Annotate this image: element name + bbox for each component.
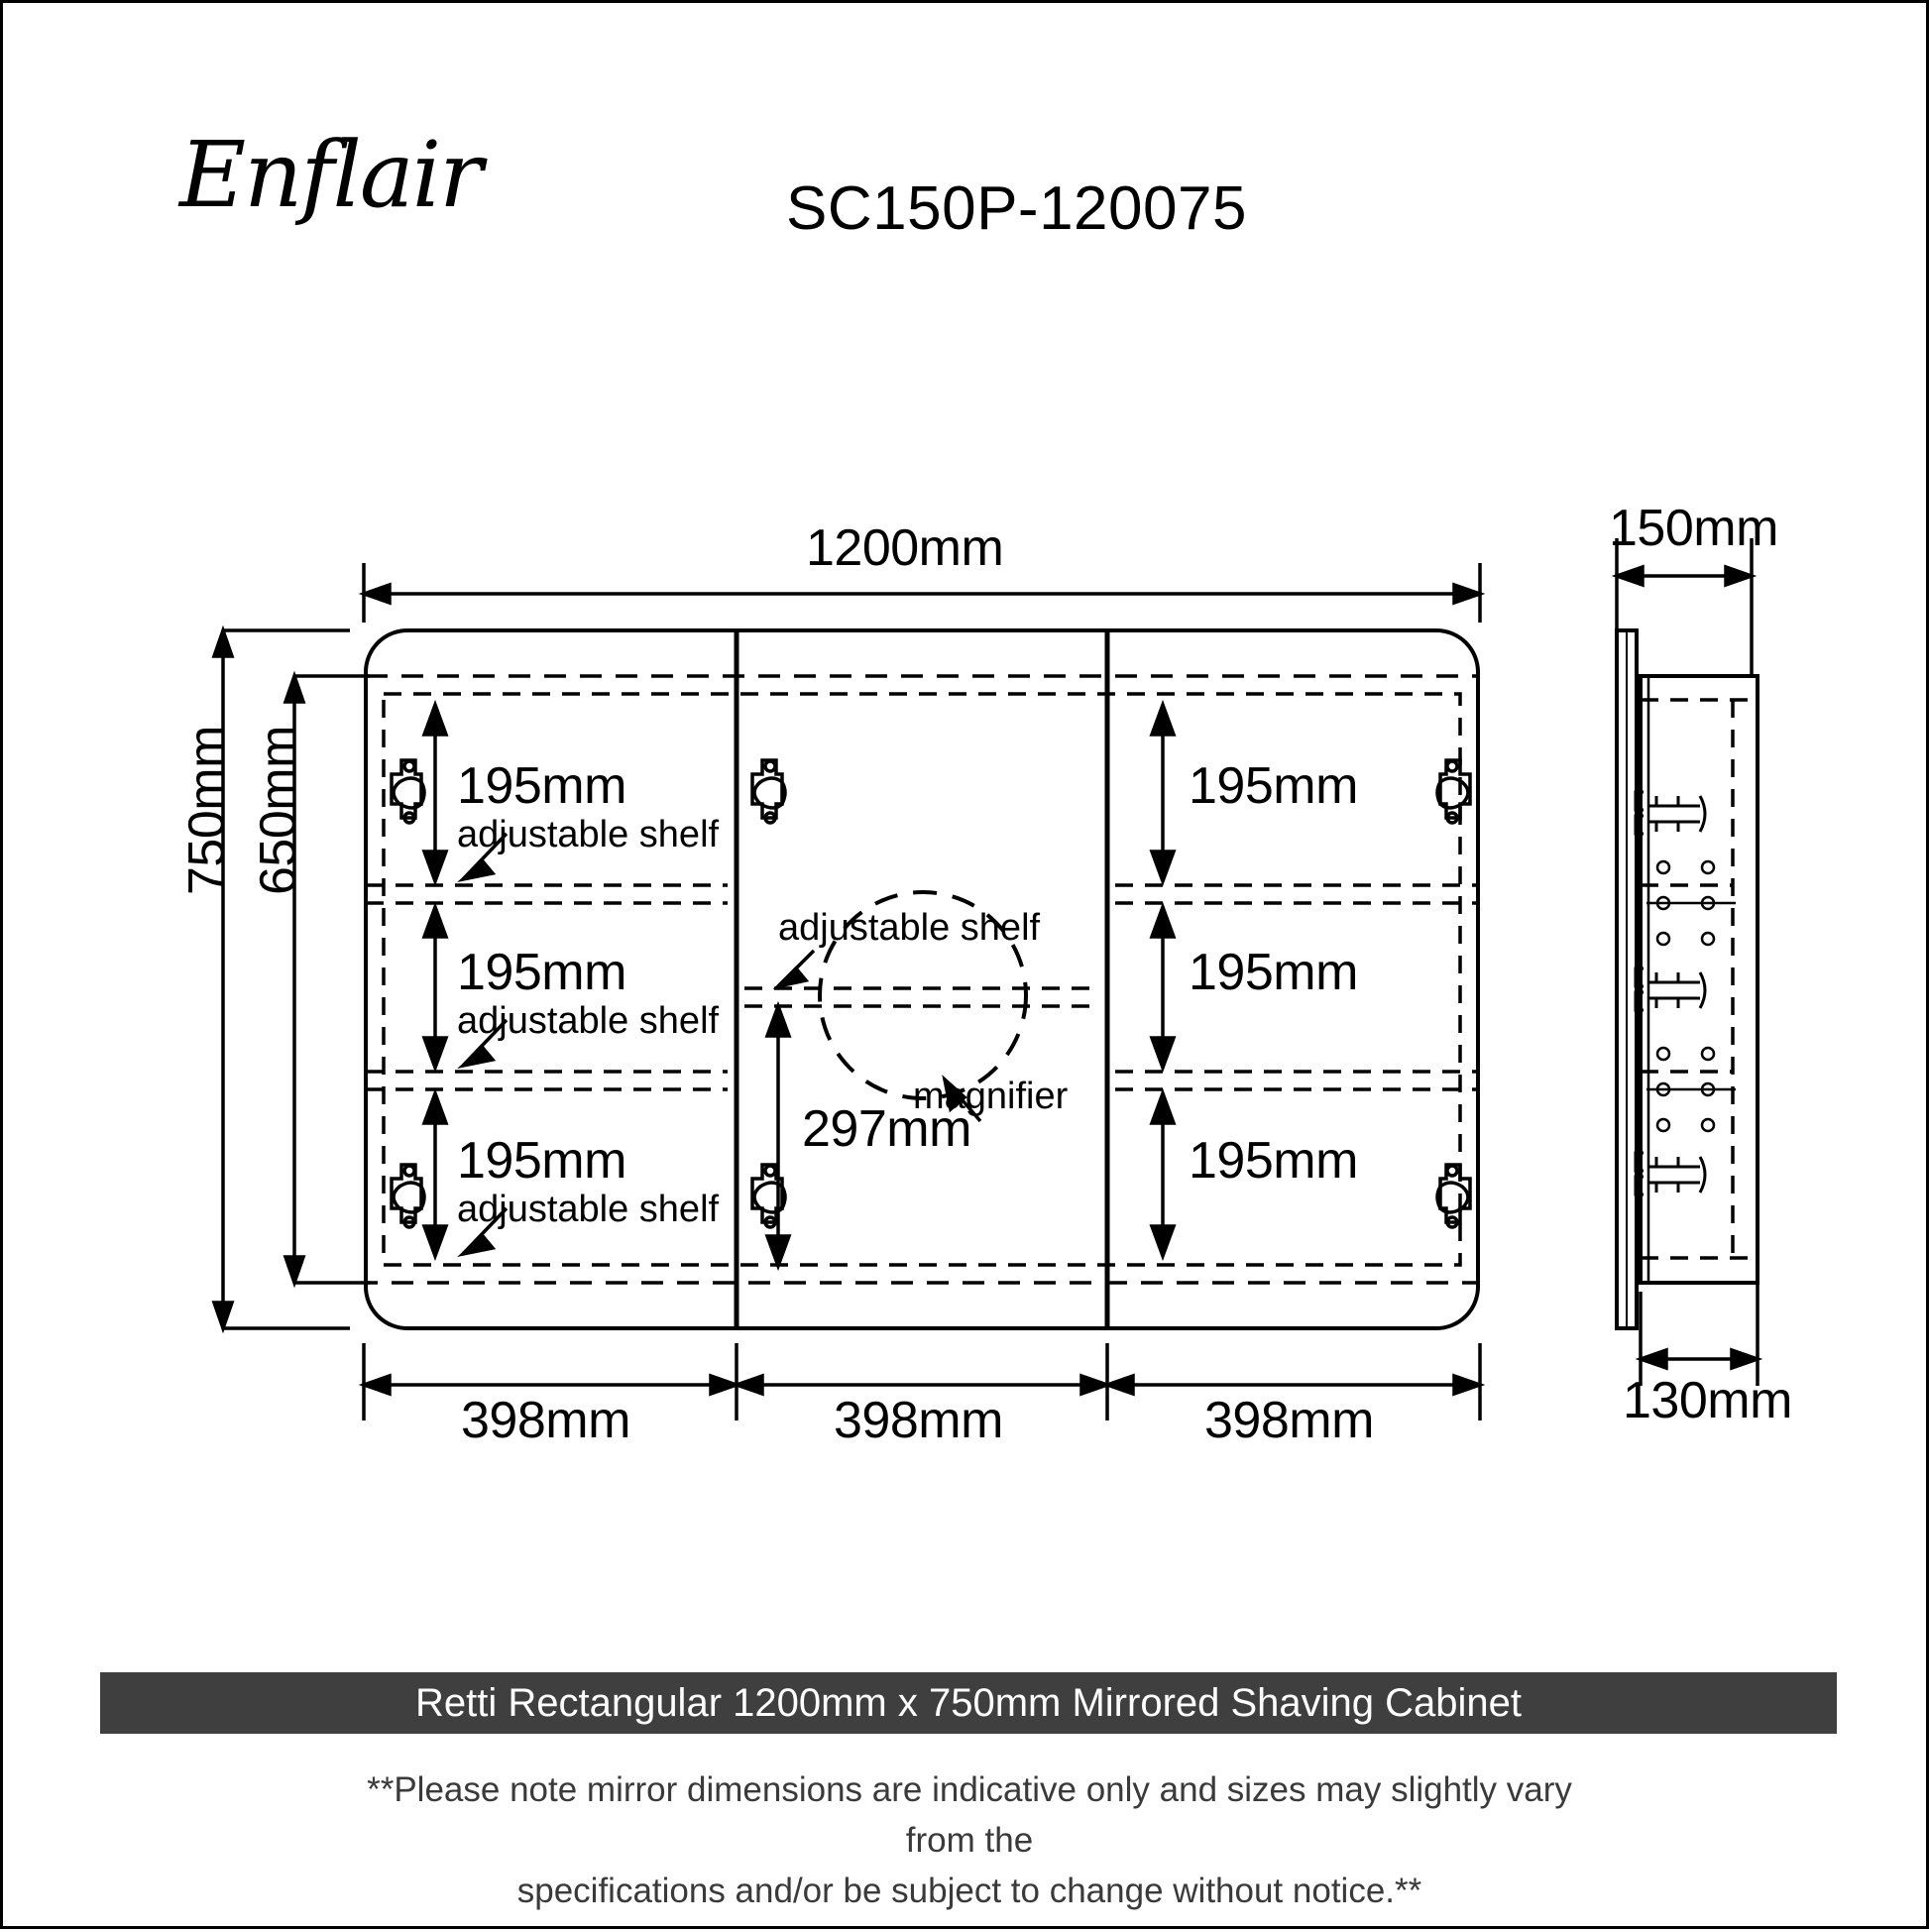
- dim-label-right-compartment-1: 195mm: [1189, 757, 1358, 815]
- side-hinge-icon-bottom: [1634, 1151, 1707, 1196]
- dim-right-195-c: [1149, 1087, 1177, 1262]
- note-middle-adjustable-shelf: adjustable shelf: [778, 907, 1041, 949]
- technical-drawing: [211, 538, 1763, 1421]
- dim-left-195-b: [421, 901, 449, 1074]
- note-left-shelf-2: adjustable shelf: [457, 1000, 720, 1042]
- dim-label-right-compartment-2: 195mm: [1189, 944, 1358, 1001]
- dim-middle-297: [764, 1000, 792, 1272]
- dim-label-section-width-1: 398mm: [461, 1392, 630, 1449]
- dim-label-overall-height: 750mm: [178, 726, 236, 895]
- dim-label-cabinet-height: 650mm: [250, 726, 307, 895]
- note-left-shelf-3: adjustable shelf: [457, 1189, 720, 1230]
- side-shelf-solid: [1646, 901, 1736, 1091]
- dim-side-depth: [1611, 538, 1758, 677]
- door-divider-lines: [734, 630, 1110, 1328]
- dim-right-195-b: [1149, 901, 1177, 1074]
- side-hinge-icon-middle: [1634, 966, 1707, 1012]
- side-mirror-panel: [1615, 628, 1639, 1330]
- disclaimer-line-1: **Please note mirror dimensions are indi…: [367, 1770, 1572, 1860]
- dim-label-right-compartment-3: 195mm: [1189, 1132, 1358, 1190]
- hinge-icon-left-bottom: [390, 1163, 426, 1229]
- dim-label-side-carcass-depth: 130mm: [1623, 1372, 1792, 1429]
- hinge-icon-right-top: [1435, 758, 1472, 825]
- product-title: Retti Rectangular 1200mm x 750mm Mirrore…: [414, 1680, 1523, 1725]
- hinge-icon-middle-bottom: [750, 1163, 787, 1229]
- dim-label-overall-width: 1200mm: [806, 519, 1004, 577]
- disclaimer-text: **Please note mirror dimensions are indi…: [330, 1765, 1609, 1916]
- dim-label-left-compartment-3: 195mm: [457, 1132, 626, 1190]
- dim-left-195-a: [421, 699, 449, 887]
- disclaimer-line-2: specifications and/or be subject to chan…: [516, 1871, 1422, 1910]
- hinge-icon-right-bottom: [1435, 1163, 1472, 1229]
- shelf-pin-holes: [1655, 859, 1716, 1133]
- hinge-icon-middle-top: [750, 758, 787, 825]
- dim-label-section-width-2: 398mm: [834, 1392, 1003, 1449]
- leader-middle-shelf: [772, 949, 816, 989]
- side-hinge-icon-top: [1634, 790, 1707, 836]
- dim-label-left-compartment-1: 195mm: [457, 757, 626, 815]
- middle-section-shelf: [744, 986, 1099, 1008]
- note-left-shelf-1: adjustable shelf: [457, 814, 720, 855]
- side-carcass-outline: [1639, 674, 1759, 1285]
- product-title-bar: Retti Rectangular 1200mm x 750mm Mirrore…: [100, 1672, 1837, 1734]
- model-number: SC150P-120075: [786, 174, 1247, 243]
- note-magnifier: magnifier: [913, 1076, 1069, 1117]
- side-shelf-lines: [1641, 883, 1733, 1074]
- dim-label-left-compartment-2: 195mm: [457, 944, 626, 1001]
- dim-label-middle-lower: 297mm: [802, 1100, 971, 1158]
- brand-logo: Enflair: [179, 122, 483, 228]
- hinge-icon-left-top: [390, 758, 426, 825]
- dim-label-side-depth: 150mm: [1609, 500, 1778, 557]
- dim-label-section-width-3: 398mm: [1204, 1392, 1374, 1449]
- dim-left-195-c: [421, 1087, 449, 1262]
- dim-right-195-a: [1149, 699, 1177, 887]
